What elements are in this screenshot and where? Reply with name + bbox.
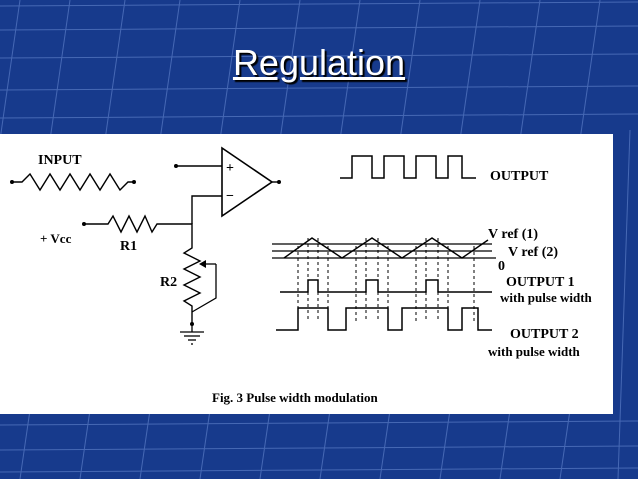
output2-pulse-train: [276, 307, 492, 331]
opamp-minus-label: −: [226, 189, 234, 204]
r2-label: R2: [160, 275, 177, 290]
output1-label: OUTPUT 1: [506, 275, 575, 290]
output1-sublabel: with pulse width: [500, 290, 593, 305]
plus-input-terminal: [174, 164, 178, 168]
input-terminal-right: [132, 180, 136, 184]
output1-pulse-train: [280, 279, 492, 293]
r2-wiper-arrow: [199, 260, 206, 268]
figure-caption: Fig. 3 Pulse width modulation: [212, 390, 379, 405]
ground-symbol: [180, 331, 204, 345]
opamp-plus-label: +: [226, 161, 234, 176]
opamp-output-terminal: [277, 180, 281, 184]
r1-label: R1: [120, 239, 137, 254]
zero-label: 0: [498, 259, 505, 274]
output-square-wave: [340, 155, 476, 179]
resistor-r2: [182, 236, 202, 324]
pwm-figure: INPUT + − + Vcc R1 R2: [0, 134, 613, 414]
carrier-triangle-wave: [283, 237, 489, 259]
vref2-label: V ref (2): [508, 245, 558, 260]
vcc-label: + Vcc: [40, 231, 72, 246]
pwm-circuit-diagram: INPUT + − + Vcc R1 R2: [10, 146, 593, 405]
output-label: OUTPUT: [490, 169, 549, 184]
input-terminal: [10, 180, 14, 184]
resistor-r1: [84, 214, 193, 236]
slide-title: Regulation: [232, 42, 406, 83]
input-triangle-wave: [12, 172, 134, 192]
output2-sublabel: with pulse width: [488, 344, 581, 359]
vref1-label: V ref (1): [488, 227, 538, 242]
minus-input-wire: [191, 195, 222, 224]
input-label: INPUT: [38, 153, 82, 168]
output2-label: OUTPUT 2: [510, 327, 579, 342]
r2-wiper-loop: [191, 264, 217, 313]
opamp-symbol: [221, 146, 274, 218]
